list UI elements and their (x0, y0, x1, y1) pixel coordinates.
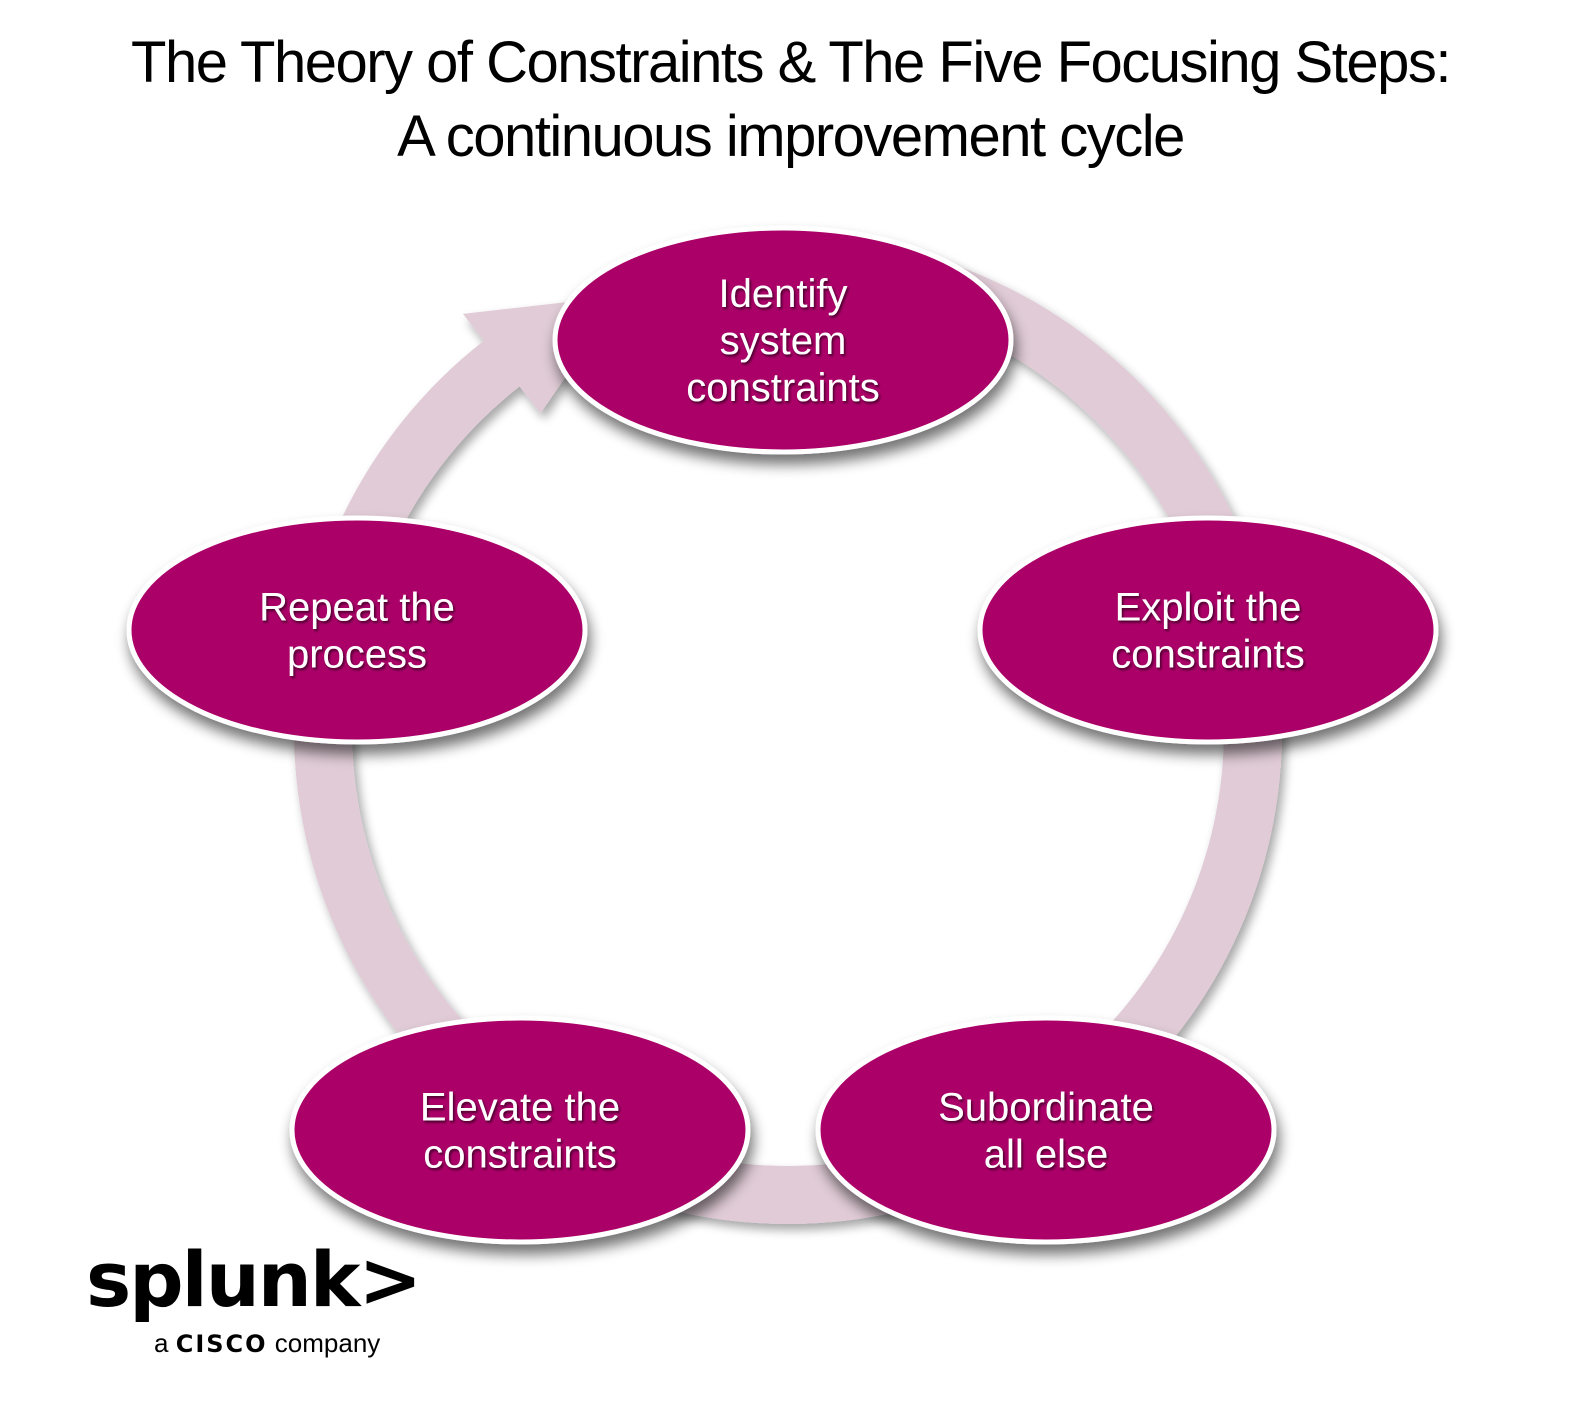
step-label-line: Exploit the (1115, 586, 1302, 630)
step-label-line: system (720, 319, 847, 363)
splunk-logo: splunk> a CISCO company (86, 1235, 422, 1359)
step-ellipse (977, 515, 1439, 745)
step-label-line: Elevate the (420, 1086, 620, 1130)
step-label-line: Repeat the (259, 586, 455, 630)
step-label-line: Identify (719, 272, 848, 316)
logo-tagline: a CISCO company (154, 1328, 380, 1359)
step-ellipse (289, 1015, 751, 1245)
tagline-suffix: company (274, 1328, 381, 1358)
page-title: The Theory of Constraints & The Five Foc… (0, 26, 1581, 174)
tagline-brand: CISCO (175, 1330, 268, 1358)
title-line-1: The Theory of Constraints & The Five Foc… (131, 30, 1451, 95)
step-label-line: all else (984, 1133, 1109, 1177)
title-line-2: A continuous improvement cycle (397, 104, 1185, 169)
logo-wordmark: splunk> (86, 1235, 422, 1324)
step-label-line: constraints (1111, 633, 1304, 677)
step-label-line: process (287, 633, 427, 677)
tagline-prefix: a (154, 1328, 169, 1358)
step-label-line: Subordinate (938, 1086, 1154, 1130)
step-ellipse (552, 225, 1014, 455)
step-label-line: constraints (423, 1133, 616, 1177)
step-ellipse (815, 1015, 1277, 1245)
step-ellipse (126, 515, 588, 745)
step-label-line: constraints (686, 366, 879, 410)
